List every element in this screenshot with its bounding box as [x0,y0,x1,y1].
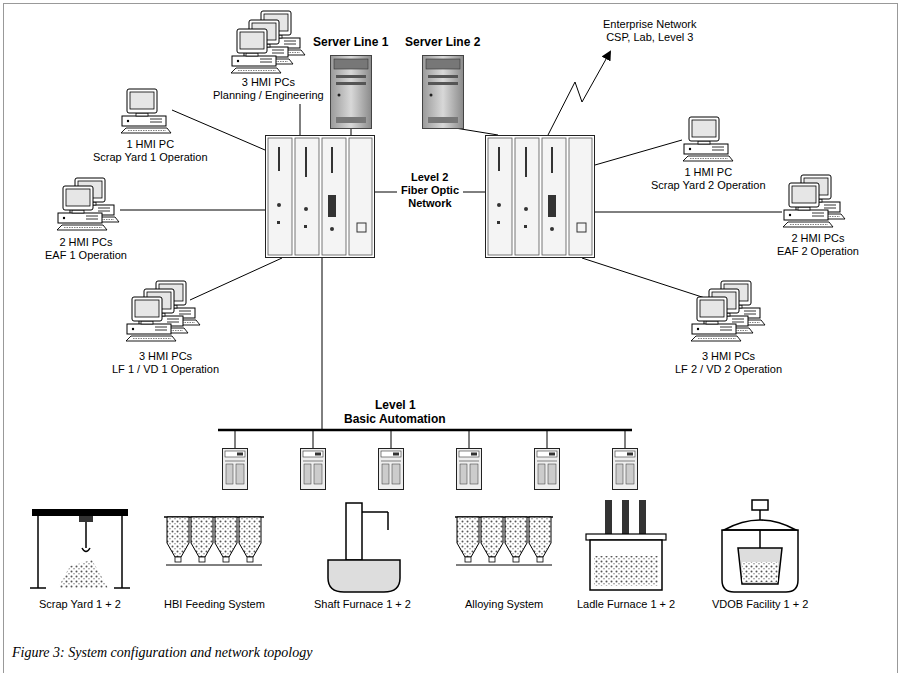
node-text: CSP, Lab, Level 3 [603,31,697,44]
hmi-pc-group: 1 HMI PCScrap Yard 2 Operation [651,166,766,192]
enterprise-network-label: Enterprise NetworkCSP, Lab, Level 3 [603,18,697,44]
plant-unit: Scrap Yard 1 + 2 [39,598,121,611]
hmi-pc-group: 3 HMI PCsLF 2 / VD 2 Operation [675,350,782,376]
node-heading: Server Line 2 [405,36,480,49]
node-heading: Scrap Yard 1 + 2 [39,598,121,611]
network-level-label: Basic Automation [344,412,446,426]
node-heading: HBI Feeding System [164,598,265,611]
node-heading: 3 HMI PCs [112,350,219,363]
plant-unit: Alloying System [465,598,543,611]
plant-unit: HBI Feeding System [164,598,265,611]
hmi-pc-group: 3 HMI PCsLF 1 / VD 1 Operation [112,350,219,376]
network-level-label: Level 2 [411,171,448,184]
figure-caption: Figure 3: System configuration and netwo… [12,645,312,661]
node-heading: Shaft Furnace 1 + 2 [314,598,411,611]
node-heading: 3 HMI PCs [675,350,782,363]
network-level-label: Fiber Optic Network [397,184,463,210]
plant-unit: VDOB Facility 1 + 2 [712,598,808,611]
node-heading: 1 HMI PC [93,138,208,151]
node-heading: 2 HMI PCs [777,232,859,245]
node-text: EAF 1 Operation [45,249,127,262]
node-text: LF 1 / VD 1 Operation [112,363,219,376]
node-heading: Enterprise Network [603,18,697,31]
node-text: EAF 2 Operation [777,245,859,258]
node-text: Planning / Engineering [213,89,324,102]
plant-unit: Ladle Furnace 1 + 2 [577,598,675,611]
hmi-pc-group: 1 HMI PCScrap Yard 1 Operation [93,138,208,164]
node-heading: VDOB Facility 1 + 2 [712,598,808,611]
server-label: Server Line 2 [405,36,480,49]
hmi-pc-group: 2 HMI PCsEAF 1 Operation [45,236,127,262]
node-heading: Server Line 1 [313,36,388,49]
node-text: Scrap Yard 1 Operation [93,151,208,164]
hmi-pc-group: 2 HMI PCsEAF 2 Operation [777,232,859,258]
plant-unit: Shaft Furnace 1 + 2 [314,598,411,611]
node-heading: 2 HMI PCs [45,236,127,249]
node-text: LF 2 / VD 2 Operation [675,363,782,376]
network-level-label: Level 1 [375,398,416,412]
node-heading: Alloying System [465,598,543,611]
node-heading: 1 HMI PC [651,166,766,179]
node-heading: 3 HMI PCs [213,76,324,89]
node-heading: Ladle Furnace 1 + 2 [577,598,675,611]
hmi-pc-group: 3 HMI PCsPlanning / Engineering [213,76,324,102]
node-text: Scrap Yard 2 Operation [651,179,766,192]
server-label: Server Line 1 [313,36,388,49]
